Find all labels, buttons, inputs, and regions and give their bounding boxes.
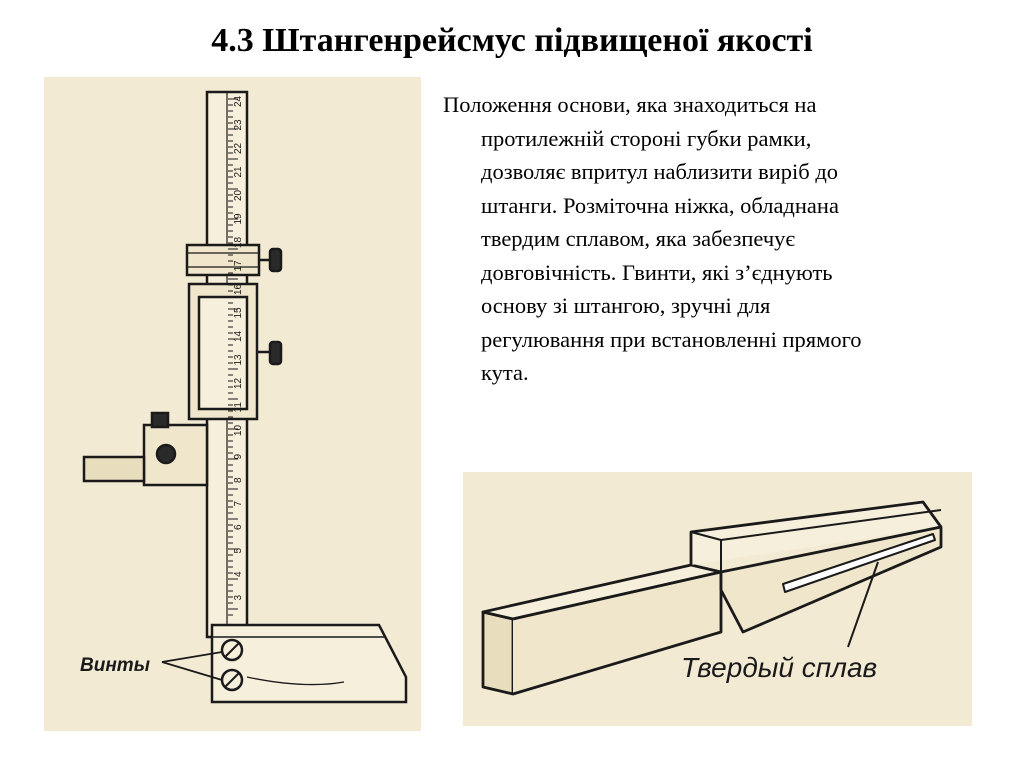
scale-number: 20 [233, 189, 244, 201]
screws-leader-upper [161, 651, 223, 663]
gauge-base [210, 623, 408, 704]
paragraph-line: довговічність. Гвинти, які з’єднують [481, 259, 833, 285]
scale-number: 11 [233, 402, 244, 413]
scriber-figure: Твердый сплав [463, 472, 972, 726]
scale-number: 19 [233, 213, 244, 225]
slider-lock-knob [268, 340, 283, 366]
scale-number: 21 [233, 166, 244, 178]
beam-scale-numbers: 24 23 22 21 20 19 18 17 16 15 14 13 12 11 10 9 8 7 6 5 4 3 [233, 95, 244, 600]
alloy-caption: Твердый сплав [681, 652, 877, 683]
hard-alloy-insert [782, 533, 936, 593]
paragraph-line: твердим сплавом, яка забезпечує [481, 226, 796, 251]
height-gauge-figure: 24 23 22 21 20 19 18 17 16 15 14 13 12 11 10 9 8 7 6 5 4 3 Ви… [44, 77, 421, 731]
bar-end-face [481, 610, 515, 696]
scale-number: 18 [233, 236, 244, 248]
scale-number: 10 [233, 424, 244, 436]
height-gauge-drawing: 24 23 22 21 20 19 18 17 16 15 14 13 12 11 10 9 8 7 6 5 4 3 Ви… [80, 90, 408, 704]
paragraph-line: штанги. Розміточна ніжка, обладнана [481, 192, 839, 218]
scriber-jaw [82, 455, 146, 483]
fine-adjust-clamp [185, 243, 261, 277]
scale-number: 8 [233, 477, 244, 483]
scale-number: 16 [233, 283, 244, 295]
scale-number: 5 [233, 548, 244, 554]
clamp-screw-knob [268, 247, 283, 273]
scriber-drawing: Твердый сплав [481, 500, 943, 696]
scale-number: 23 [233, 119, 244, 131]
scale-number: 4 [233, 571, 244, 577]
paragraph-line: протилежній стороні губки рамки, [481, 125, 812, 151]
paragraph-line: дозволяє впритул наблизити виріб до [481, 159, 839, 184]
scale-number: 14 [233, 330, 244, 342]
paragraph-line: кута. [481, 360, 529, 385]
slide-title: 4.3 Штангенрейсмус підвищеної якості [211, 22, 813, 59]
holder-screw-knob [150, 411, 170, 429]
scale-number: 9 [233, 454, 244, 460]
scale-number: 7 [233, 501, 244, 507]
paragraph-line: Положення основи, яка знаходиться на [443, 92, 817, 117]
scale-number: 3 [233, 595, 244, 601]
bar-side-face [512, 570, 723, 696]
scale-number: 17 [233, 260, 244, 272]
holder-clamp-screw [155, 443, 177, 465]
paragraph-line: регулювання при встановленні прямого [481, 326, 862, 352]
description-paragraph: Положення основи, яка знаходиться на про… [443, 88, 983, 390]
alloy-leader-line [847, 561, 879, 648]
scale-number: 24 [233, 95, 244, 107]
scale-number: 12 [233, 377, 244, 389]
scale-number: 6 [233, 524, 244, 530]
scale-number: 15 [233, 307, 244, 319]
scale-number: 13 [233, 354, 244, 366]
screws-caption: Винты [80, 655, 150, 676]
scale-number: 22 [233, 142, 244, 154]
screws-leader-lower [161, 661, 223, 681]
beam-scale-ticks [228, 98, 238, 616]
paragraph-line: основу зі штангою, зручні для [481, 293, 771, 318]
